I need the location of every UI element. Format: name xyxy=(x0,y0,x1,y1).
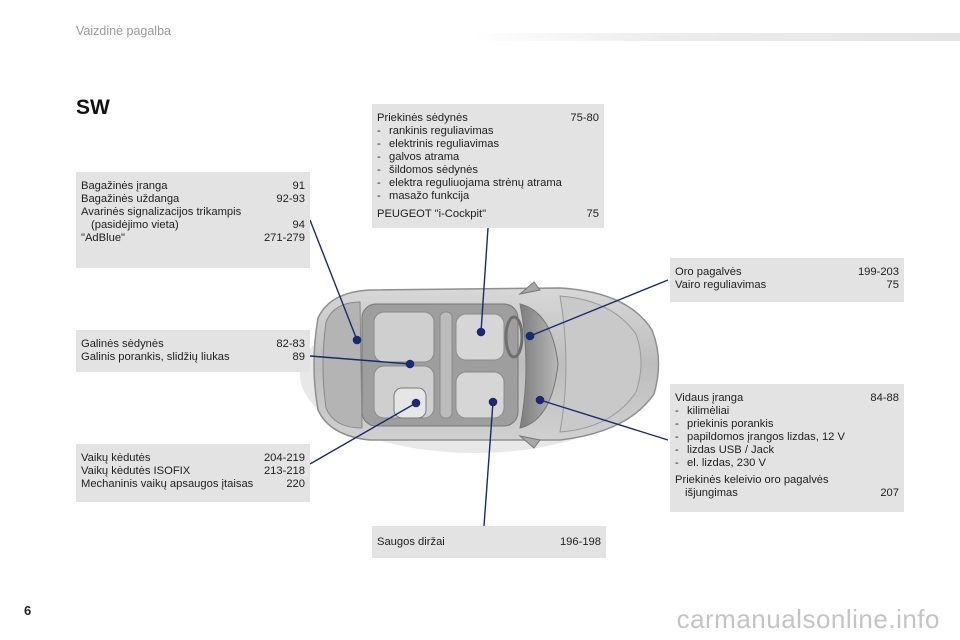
header-rule xyxy=(470,33,960,41)
leader-child-seats xyxy=(309,402,417,465)
dot-trunk xyxy=(352,335,362,345)
trunk-row-triangle: Avarinės signalizacijos trikampis xyxy=(81,206,242,218)
interior-item: -el. lizdas, 230 V xyxy=(675,457,766,469)
leader-seatbelts xyxy=(483,401,494,527)
front-seats-item: -rankinis reguliavimas xyxy=(377,125,494,137)
interior-item: -papildomos įrangos lizdas, 12 V xyxy=(675,431,845,443)
interior-item: -priekinis porankis xyxy=(675,418,774,430)
interior-item: -kilimėliai xyxy=(675,405,730,417)
front-seat-left xyxy=(455,313,505,361)
front-seats-item: -šildomos sėdynės xyxy=(377,164,478,176)
dot-seatbelts xyxy=(488,397,498,407)
front-seat-right xyxy=(455,371,505,419)
watermark: carmanualsonline.info xyxy=(676,604,940,634)
section-title: SW xyxy=(76,96,110,119)
interior-item: -lizdas USB / Jack xyxy=(675,444,775,456)
page-number: 6 xyxy=(24,603,32,618)
header-title: Vaizdinė pagalba xyxy=(76,24,171,38)
passenger-airbag-row: Priekinės keleivio oro pagalvės xyxy=(675,474,829,486)
leader-airbags xyxy=(529,279,669,337)
dot-front-seats xyxy=(476,327,486,337)
dot-rear-seats xyxy=(405,359,415,369)
steering-wheel xyxy=(504,315,524,359)
leader-trunk xyxy=(309,219,358,341)
leader-interior xyxy=(539,399,669,441)
dot-interior xyxy=(535,395,545,405)
dot-child-seats xyxy=(411,398,421,408)
front-seats-item: -galvos atrama xyxy=(377,151,460,163)
front-seats-item: -masažo funkcija xyxy=(377,190,470,202)
leader-front-seats xyxy=(480,227,489,333)
leader-rear-seats xyxy=(309,355,411,365)
i-cockpit-row: PEUGEOT "i-Cockpit"75 xyxy=(377,208,599,220)
front-seats-item: -elektrinis reguliavimas xyxy=(377,138,500,150)
dot-airbags xyxy=(525,331,535,341)
trunk-row-adblue: "AdBlue"271-279 xyxy=(81,232,305,244)
trunk-row-triangle-location: (pasidėjimo vieta)94 xyxy=(91,219,305,231)
front-seats-item: -elektra reguliuojama strėnų atrama xyxy=(377,177,562,189)
